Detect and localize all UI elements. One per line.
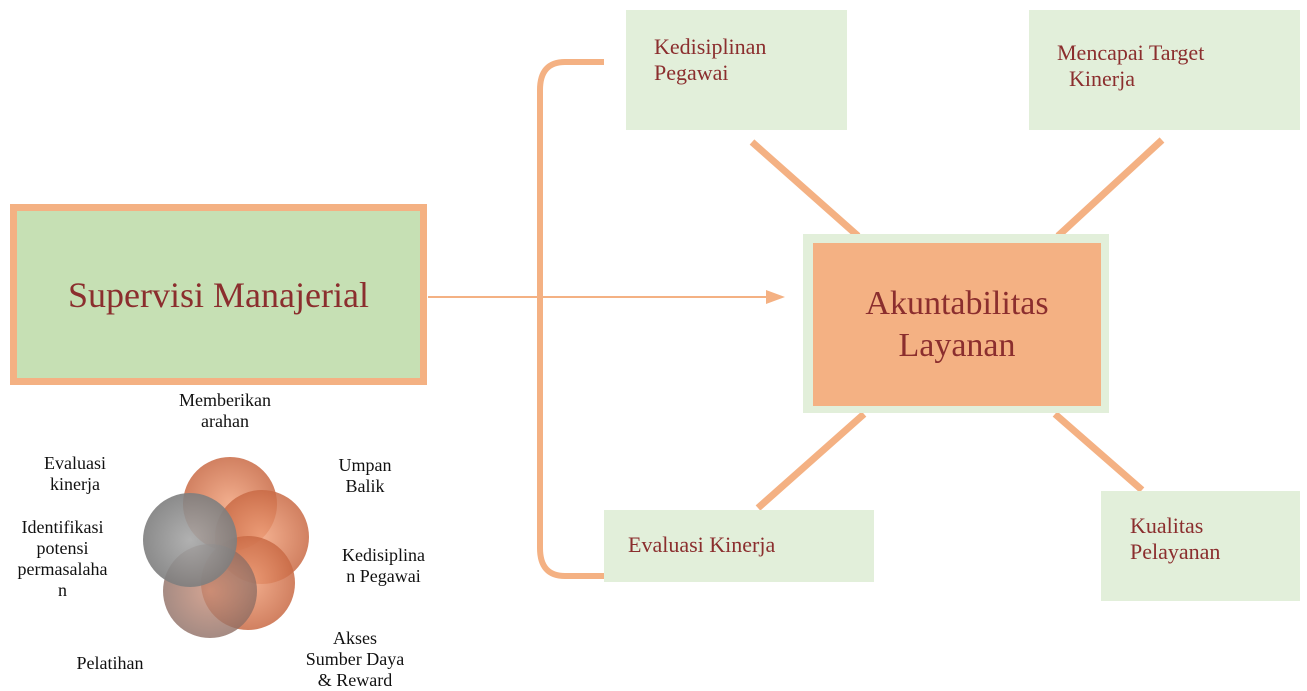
supervisi-label: Supervisi Manajerial (68, 274, 369, 315)
kedisiplinan-line1: Kedisiplinan (654, 34, 767, 59)
cycle-label-akses: Akses Sumber Daya & Reward (290, 628, 420, 691)
cycle-label-umpan-balik: Umpan Balik (320, 455, 410, 497)
akuntabilitas-line2: Layanan (898, 326, 1016, 364)
mencapai-target-box: Mencapai Target Kinerja (1029, 10, 1300, 130)
identif-line2: potensi (36, 538, 89, 558)
kedisiplinan-pegawai-box: Kedisiplinan Pegawai (626, 10, 847, 130)
target-line2: Kinerja (1069, 66, 1135, 91)
akuntabilitas-line1: Akuntabilitas (865, 284, 1049, 322)
cyc-kedis-line1: Kedisiplina (342, 545, 425, 565)
cyc-evaluasi-line2: kinerja (50, 474, 100, 494)
cycle-circles (143, 457, 309, 638)
identif-line1: Identifikasi (21, 517, 104, 537)
identif-line4: n (58, 580, 67, 600)
kedisiplinan-line2: Pegawai (654, 60, 729, 85)
supervisi-manajerial-box: Supervisi Manajerial (10, 204, 427, 385)
cycle-label-arahan: Memberikan arahan (160, 390, 290, 432)
arahan-line2: arahan (201, 411, 249, 431)
kualitas-pelayanan-box: Kualitas Pelayanan (1101, 491, 1300, 601)
identif-line3: permasalaha (17, 559, 108, 579)
cycle-label-pelatihan: Pelatihan (55, 653, 165, 674)
evaluasi-kinerja-box: Evaluasi Kinerja (604, 510, 874, 582)
kualitas-line1: Kualitas (1130, 513, 1204, 538)
umpan-line2: Balik (345, 476, 385, 496)
kualitas-line2: Pelayanan (1130, 539, 1221, 564)
akses-line1: Akses (333, 628, 377, 648)
evaluasi-line1: Evaluasi Kinerja (628, 532, 776, 557)
arahan-line1: Memberikan (179, 390, 271, 410)
akses-line3: & Reward (317, 670, 393, 690)
cycle-circle-5 (143, 493, 237, 587)
line-to-kedisiplinan (749, 139, 861, 239)
target-line1: Mencapai Target (1057, 40, 1205, 65)
cyc-evaluasi-line1: Evaluasi (44, 453, 106, 473)
cyc-kedis-line2: n Pegawai (346, 566, 421, 586)
line-to-evaluasi (755, 411, 867, 511)
line-to-kualitas (1052, 411, 1145, 493)
umpan-line1: Umpan (338, 455, 392, 475)
line-to-target (1055, 137, 1165, 239)
akuntabilitas-layanan-box: Akuntabilitas Layanan (813, 243, 1101, 406)
cycle-label-identifikasi: Identifikasi potensi permasalaha n (5, 517, 120, 601)
bracket (537, 59, 604, 579)
akses-line2: Sumber Daya (305, 649, 405, 669)
arrow-head (766, 290, 785, 304)
cycle-label-evaluasi: Evaluasi kinerja (25, 453, 125, 495)
cycle-label-kedisiplinan: Kedisiplina n Pegawai (326, 545, 441, 587)
pelatihan-line1: Pelatihan (76, 653, 144, 673)
